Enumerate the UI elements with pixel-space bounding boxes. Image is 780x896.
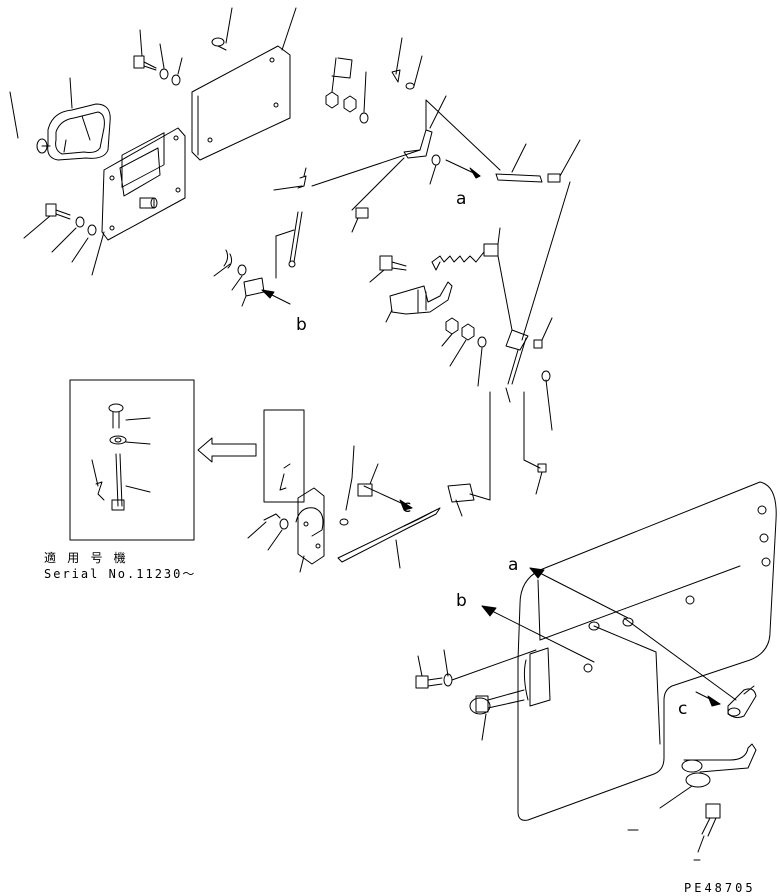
callout-a-top: a bbox=[456, 189, 466, 209]
callout-c-top: c bbox=[402, 497, 411, 517]
inset-detail-frame bbox=[69, 379, 195, 541]
center-linkage bbox=[369, 181, 571, 495]
serial-heading: 適 用 号 機 bbox=[44, 550, 128, 565]
cover-plate-assembly bbox=[91, 127, 186, 276]
lower-linkage-lines bbox=[247, 391, 491, 573]
upper-linkage bbox=[311, 37, 581, 211]
middle-linkage bbox=[213, 167, 369, 307]
lock-assembly bbox=[627, 685, 757, 861]
bottom-arrows bbox=[481, 567, 721, 707]
upper-plate-assembly bbox=[191, 7, 297, 161]
callout-b-bottom: b bbox=[456, 591, 467, 611]
lower-bolt-set bbox=[23, 203, 97, 263]
callout-a-bottom: a bbox=[508, 555, 518, 575]
serial-number-text: Serial No.11230～ bbox=[44, 567, 196, 581]
panel-fasteners bbox=[415, 649, 537, 741]
top-bolt-set bbox=[133, 29, 183, 86]
callout-c-bottom: c bbox=[678, 699, 687, 719]
reference-arrow bbox=[197, 437, 257, 463]
drawing-code: PE48705 bbox=[684, 881, 756, 895]
callout-b-top: b bbox=[296, 315, 307, 335]
inset-source-box bbox=[263, 409, 305, 503]
side-panel bbox=[517, 481, 777, 821]
work-lamp bbox=[9, 77, 111, 161]
